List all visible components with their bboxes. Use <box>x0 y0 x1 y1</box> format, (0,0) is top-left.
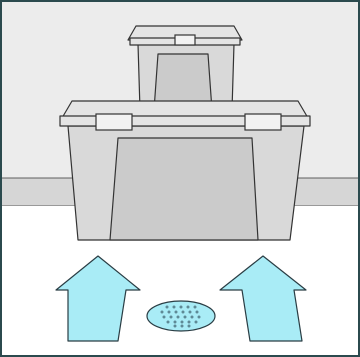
vent-hole <box>168 311 171 314</box>
vent-hole <box>180 306 183 309</box>
vent-hole <box>188 321 191 324</box>
vent-hole <box>177 316 180 319</box>
small-box-clip <box>175 35 195 45</box>
vent-hole <box>184 316 187 319</box>
floor-vent-icon <box>147 301 215 331</box>
vent-hole <box>194 306 197 309</box>
vent-hole <box>174 325 177 328</box>
vent-hole <box>175 311 178 314</box>
large-box-clip-left <box>96 114 132 130</box>
vent-hole <box>173 306 176 309</box>
vent-hole <box>188 325 191 328</box>
storage-box-icon <box>128 26 242 110</box>
storage-box-icon <box>60 101 310 240</box>
vent-hole <box>198 316 201 319</box>
vent-hole <box>170 316 173 319</box>
vent-hole <box>181 325 184 328</box>
vent-hole <box>187 306 190 309</box>
vent-hole <box>167 321 170 324</box>
vent-hole <box>196 311 199 314</box>
vent-hole <box>181 321 184 324</box>
vent-hole <box>163 316 166 319</box>
vent-hole <box>189 311 192 314</box>
vent-hole <box>166 306 169 309</box>
vent-hole <box>174 321 177 324</box>
large-box-clip-right <box>245 114 281 130</box>
vent-hole <box>182 311 185 314</box>
vent-hole <box>161 311 164 314</box>
vent-hole <box>195 321 198 324</box>
vent-hole <box>191 316 194 319</box>
large-box-front-panel <box>110 138 258 240</box>
